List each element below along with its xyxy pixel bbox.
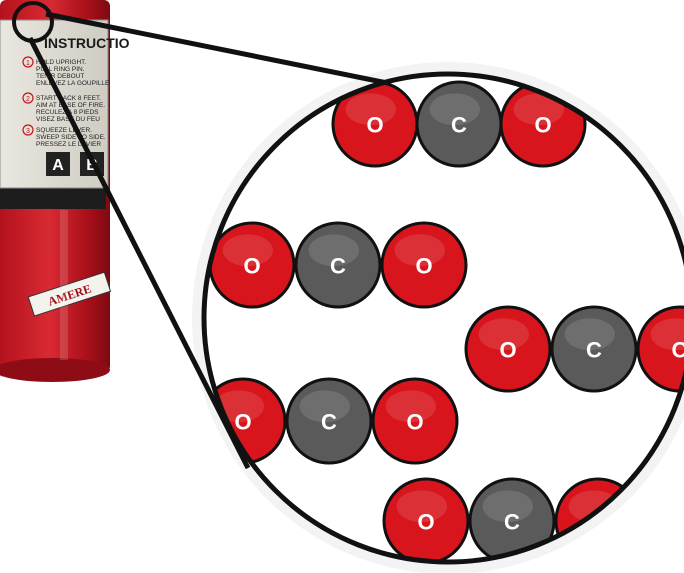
zoom-line-upper — [45, 11, 433, 95]
oxygen-symbol: O — [534, 113, 551, 138]
oxygen-atom: O — [208, 221, 296, 309]
atom-highlight — [650, 318, 684, 351]
atom-highlight — [482, 490, 533, 523]
atom-highlight — [513, 93, 564, 126]
oxygen-atom: O — [464, 305, 552, 393]
instruction-step-marker — [22, 124, 34, 136]
instruction-line: VISEZ BASE DU FEU — [36, 116, 100, 123]
carbon-atom: C — [285, 377, 373, 465]
carbon-symbol: C — [321, 410, 337, 435]
atom-highlight — [478, 318, 529, 351]
instruction-step-number: 3 — [26, 128, 30, 135]
carbon-symbol: C — [330, 254, 346, 279]
atom-highlight — [222, 234, 273, 267]
oxygen-symbol: O — [406, 410, 423, 435]
oxygen-atom: O — [331, 80, 419, 168]
instruction-line: START BACK 8 FEET. — [36, 95, 101, 102]
carbon-symbol: C — [451, 113, 467, 138]
instruction-line: ENLEVEZ LA GOUPILLE — [36, 80, 110, 87]
label-heading: INSTRUCTIO — [44, 35, 130, 51]
carbon-atom: C — [294, 221, 382, 309]
oxygen-symbol: O — [366, 113, 383, 138]
carbon-atom-sphere — [294, 221, 382, 309]
tank-highlight — [60, 210, 68, 360]
oxygen-atom: O — [636, 305, 684, 393]
carbon-symbol: C — [586, 338, 602, 363]
class-letter-box-a — [46, 152, 70, 176]
instruction-line: SWEEP SIDE TO SIDE. — [36, 134, 106, 141]
oxygen-atom: O — [382, 477, 470, 562]
carbon-atom-sphere — [550, 305, 638, 393]
atom-highlight — [429, 93, 480, 126]
instruction-line: PRESSEZ LE LEVIER — [36, 141, 101, 148]
oxygen-atom-sphere — [371, 377, 459, 465]
oxygen-symbol: O — [499, 338, 516, 363]
instruction-line: SQUEEZE LEVER. — [36, 127, 92, 134]
source-circle — [12, 1, 54, 43]
oxygen-atom: O — [380, 221, 468, 309]
instruction-step-number: 2 — [26, 96, 30, 103]
carbon-atom: C — [550, 305, 638, 393]
carbon-atom-sphere — [415, 80, 503, 168]
atom-highlight — [299, 390, 350, 423]
oxygen-symbol: O — [415, 254, 432, 279]
atom-highlight — [308, 234, 359, 267]
instruction-step-number: 1 — [26, 60, 30, 67]
carbon-atom: C — [468, 477, 556, 562]
zoom-line-lower — [27, 36, 251, 470]
atom-highlight — [396, 490, 447, 523]
oxygen-atom: O — [371, 377, 459, 465]
carbon-atom: C — [415, 80, 503, 168]
carbon-atom-sphere — [468, 477, 556, 562]
carbon-atom-sphere — [285, 377, 373, 465]
fire-extinguisher: INSTRUCTIO 1 HOLD UPRIGHT.PULL RING PIN.T… — [0, 0, 130, 382]
oxygen-symbol: O — [234, 410, 251, 435]
atom-highlight — [564, 318, 615, 351]
instruction-step-marker — [22, 92, 34, 104]
magnifier-circle-border — [201, 71, 684, 565]
instruction-line: AIM AT BASE OF FIRE. — [36, 102, 105, 109]
instruction-line: HOLD UPRIGHT. — [36, 59, 86, 66]
extinguisher-tank-bottom — [0, 358, 110, 382]
instruction-line: PULL RING PIN. — [36, 66, 85, 73]
instruction-line: TENIR DEBOUT — [36, 73, 84, 80]
oxygen-atom-sphere — [464, 305, 552, 393]
oxygen-atom-sphere — [380, 221, 468, 309]
oxygen-symbol: O — [417, 510, 434, 535]
class-letter-a: A — [52, 157, 64, 174]
instruction-steps: 1 HOLD UPRIGHT.PULL RING PIN.TENIR DEBOUT… — [22, 56, 110, 148]
atom-highlight — [394, 234, 445, 267]
oxygen-symbol: O — [671, 338, 684, 363]
atom-highlight — [385, 390, 436, 423]
oxygen-symbol: O — [243, 254, 260, 279]
oxygen-atom-sphere — [382, 477, 470, 562]
instruction-step-marker — [22, 56, 34, 68]
brand-badge-shape — [27, 271, 112, 317]
carbon-symbol: C — [504, 510, 520, 535]
atom-highlight — [345, 93, 396, 126]
